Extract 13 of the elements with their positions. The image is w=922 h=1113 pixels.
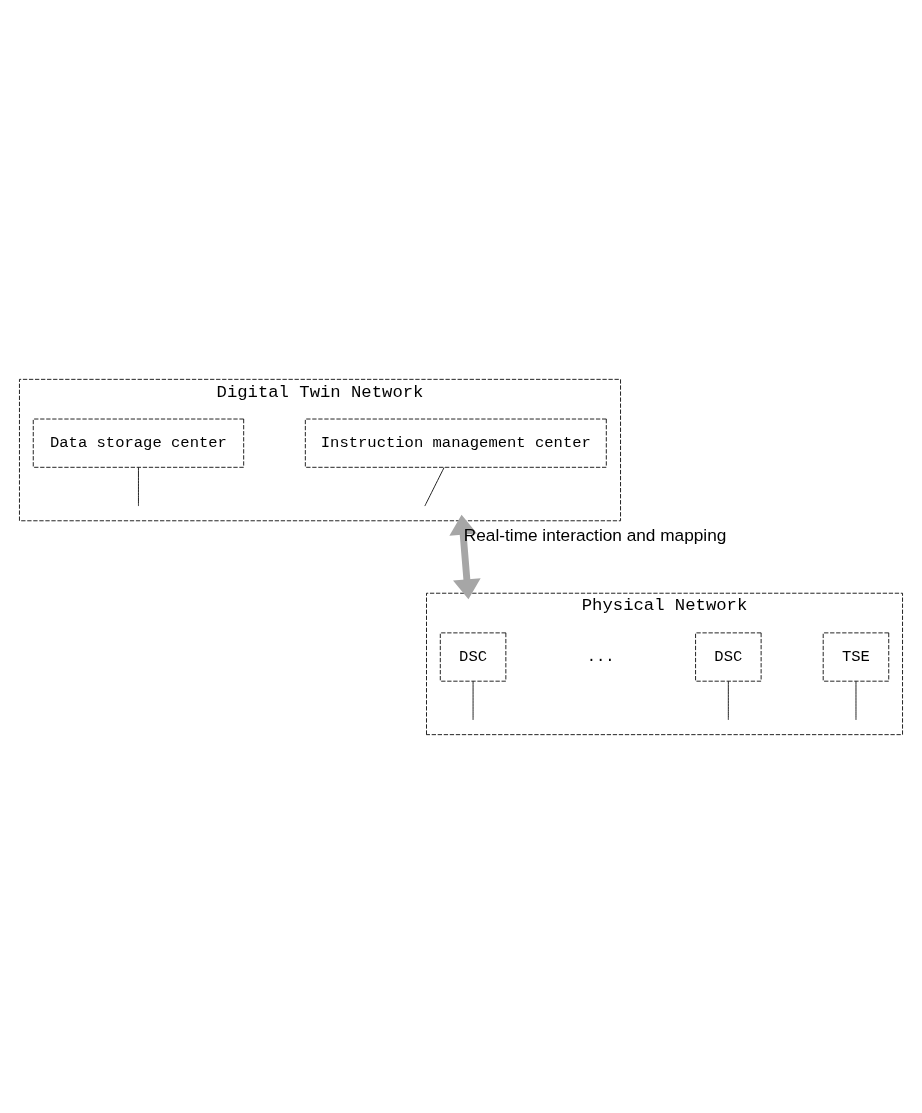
connector [138,466,139,506]
node-box: TSE [822,631,890,682]
connector [424,466,445,506]
label: ... [586,647,615,666]
node-box: DSC [695,631,762,682]
node-box: Instruction management center [304,418,607,468]
node-box: DSC [439,631,507,682]
edge-label: Real-time interaction and mapping [463,524,727,545]
connector [472,680,474,720]
connector [855,680,857,720]
connector [727,680,729,720]
arrow [449,514,481,599]
node-box: Data storage center [32,418,245,468]
